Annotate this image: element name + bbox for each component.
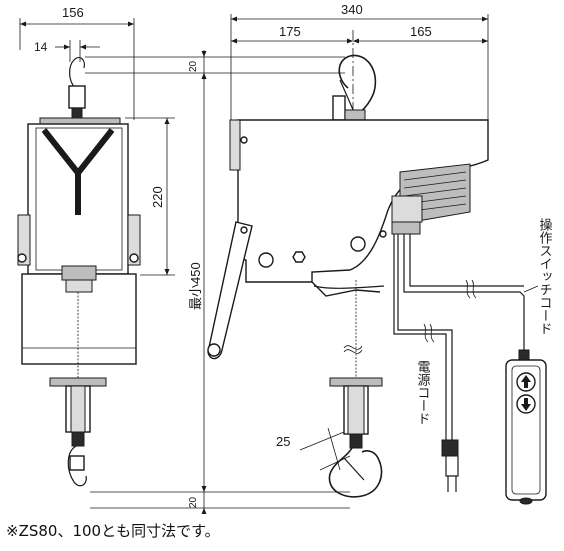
dimension-min-450: 最小450 [188,73,207,492]
dimension-25: 25 [276,427,351,471]
front-top-hook [68,56,86,121]
side-bolt-right [350,236,366,252]
dimension-bottom-20: 20 [90,491,350,514]
power-cord [393,234,453,440]
dim-25-label: 25 [276,434,290,449]
dimension-156: 156 [19,5,135,120]
dimension-14: 14 [34,40,100,62]
power-plug [441,439,459,492]
dimension-top-20: 20 [85,50,345,80]
dimension-340: 340 [230,2,489,150]
power-cord-label: 電源コード [415,360,431,425]
dim-156-label: 156 [62,5,84,20]
front-view [17,56,141,487]
footnote: ※ZS80、100とも同寸法です。 [6,522,220,540]
dim-340-label: 340 [341,2,363,17]
side-view: 25 [207,54,489,498]
side-top-hook [332,54,377,121]
dim-165-label: 165 [410,24,432,39]
dim-top-20-label: 20 [188,60,199,72]
front-hook-block [49,377,107,487]
front-y-emblem [41,128,115,215]
front-left-plate [17,214,31,266]
dim-bottom-20-label: 20 [188,496,199,508]
switch-cord-label: 操作スイッチコード [537,217,553,335]
dim-14-label: 14 [34,40,48,54]
side-hook-block [328,377,383,498]
side-lever [207,221,253,360]
pendant-switch [505,349,547,505]
side-motor [391,163,471,225]
dim-220-label: 220 [150,186,165,208]
dim-175-label: 175 [279,24,301,39]
dim-min-450-label: 最小450 [188,262,203,310]
switch-cord [391,221,525,350]
front-right-plate [127,214,141,266]
side-bolt-left [258,252,274,268]
front-suspension-plate [39,117,121,125]
dimension-220: 220 [125,117,175,276]
